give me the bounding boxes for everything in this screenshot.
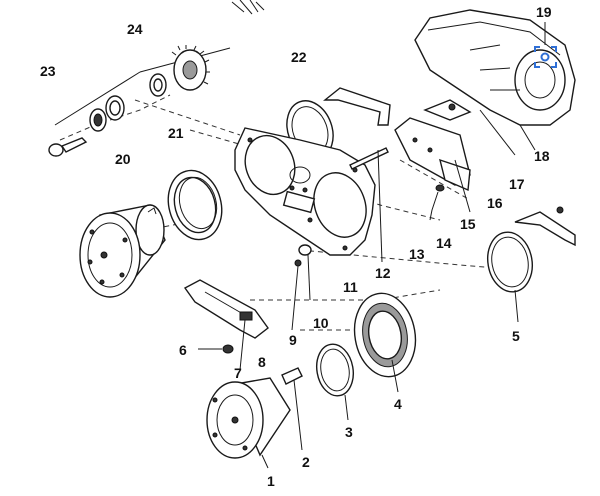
part-20-gauge [79, 204, 166, 298]
part-21-bezel-ring [167, 169, 223, 241]
label-15: 15 [460, 216, 476, 232]
label-9: 9 [289, 332, 297, 348]
label-7: 7 [234, 365, 242, 381]
label-8: 8 [258, 354, 266, 370]
label-2: 2 [302, 454, 310, 470]
part-9-wire [291, 259, 302, 331]
label-22: 22 [291, 49, 307, 65]
part-7-bracket [183, 279, 269, 371]
label-16: 16 [487, 195, 503, 211]
label-17: 17 [509, 176, 525, 192]
label-20: 20 [115, 151, 131, 167]
part-knob [298, 244, 312, 301]
part-11-instrument-panel [234, 127, 376, 256]
top-fragment [231, 0, 265, 15]
part-18-housing [414, 9, 576, 156]
label-24: 24 [127, 21, 143, 37]
part-3-ring [316, 343, 354, 421]
part-1-gauge [206, 377, 291, 469]
label-3: 3 [345, 424, 353, 440]
label-5: 5 [512, 328, 520, 344]
part-19-marker [534, 22, 557, 68]
label-14: 14 [436, 235, 452, 251]
part-6-screw [198, 344, 234, 354]
label-23: 23 [40, 63, 56, 79]
part-24-drive-gear [54, 45, 231, 132]
label-4: 4 [394, 396, 402, 412]
label-21: 21 [168, 125, 184, 141]
part-2-connector [281, 367, 303, 451]
label-19: 19 [536, 4, 552, 20]
part-23-key [48, 137, 88, 157]
label-11: 11 [343, 279, 358, 295]
upper-bracket [323, 87, 391, 126]
label-18: 18 [534, 148, 550, 164]
part-15-16-bracket-assembly [394, 99, 472, 213]
label-10: 10 [313, 315, 329, 331]
label-6: 6 [179, 342, 187, 358]
part-4-bezel [353, 292, 417, 393]
part-12-pin [349, 147, 389, 263]
label-13: 13 [409, 246, 425, 262]
part-5-retaining-ring [487, 206, 576, 323]
label-12: 12 [375, 265, 391, 281]
part-labels: 1 2 3 4 5 6 7 8 9 10 11 12 13 14 15 16 1… [40, 4, 552, 489]
label-1: 1 [267, 473, 275, 489]
part-13-screw [429, 184, 445, 221]
